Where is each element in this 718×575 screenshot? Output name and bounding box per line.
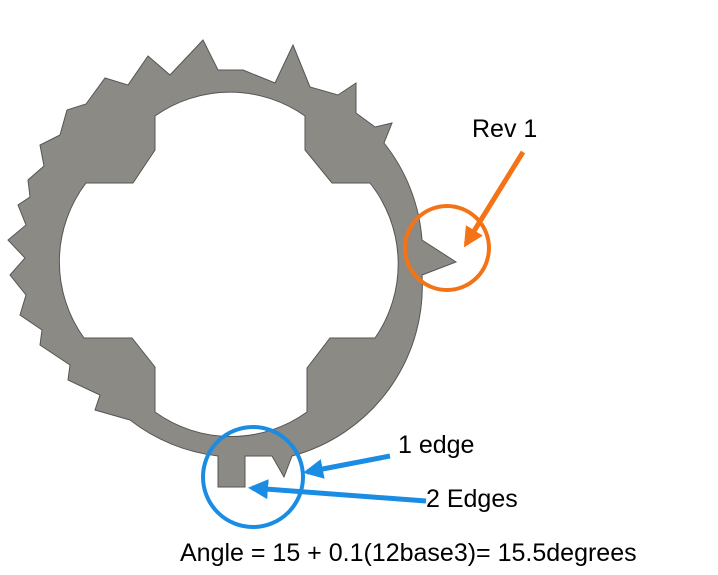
two-edges-label: 2 Edges: [426, 485, 518, 513]
one-edge-label: 1 edge: [398, 431, 475, 459]
two-edges-arrow: [248, 479, 427, 504]
rev-highlight-circle: [403, 204, 491, 292]
angle-formula: Angle = 15 + 0.1(12base3)= 15.5degrees: [180, 539, 637, 567]
ratchet-gear: [7, 39, 458, 488]
rev-label: Rev 1: [472, 115, 538, 143]
one-edge-arrow: [303, 453, 391, 479]
edge-highlight-circle: [201, 425, 305, 529]
rev-arrow: [463, 150, 526, 248]
